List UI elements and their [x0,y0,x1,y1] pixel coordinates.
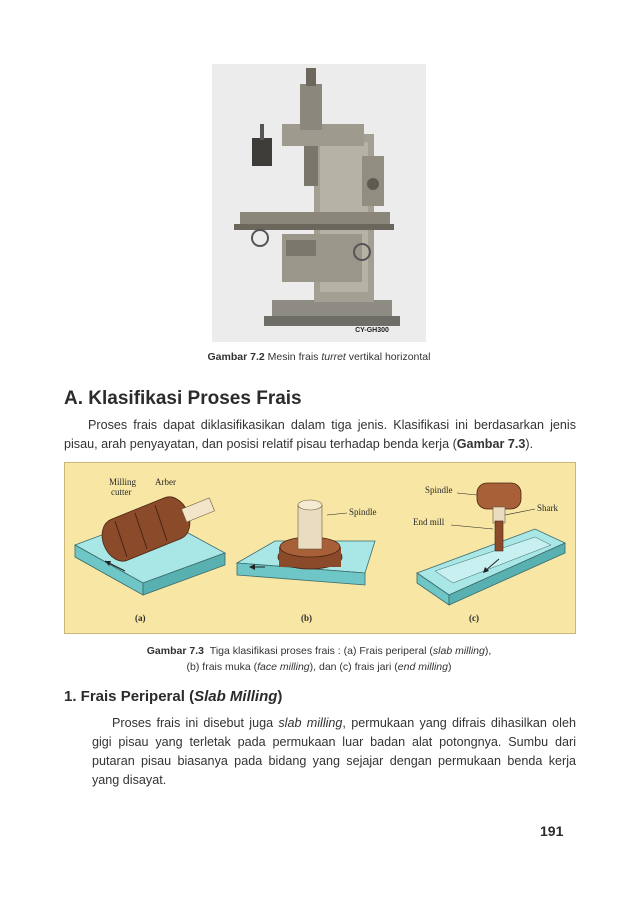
caption-italic: face milling [257,661,310,673]
caption-number: Gambar 7.2 [207,351,265,363]
face-milling-diagram [235,499,376,586]
para-text-end: , permukaan yang difrais dihasilkan oleh… [92,716,576,787]
section-paragraph: Proses frais dapat diklasifikasikan dala… [64,416,576,454]
caption-line-1: Gambar 7.3 Tiga klasifikasi proses frais… [64,643,574,659]
figure-7-3-caption: Gambar 7.3 Tiga klasifikasi proses frais… [64,643,574,675]
milling-machine-photo: CY-GH300 [212,64,426,342]
end-milling-diagram [416,482,566,606]
milling-types-figure: Milling cutter Arber (a) Spindle (b) [64,462,576,634]
milling-types-illustration: Milling cutter Arber (a) Spindle (b) [74,477,566,623]
caption-italic: end milling [397,661,448,673]
label-a: (a) [135,613,146,623]
caption-number: Gambar 7.3 [146,645,204,657]
subsection-heading: 1. Frais Periperal (Slab Milling) [64,688,282,705]
figure-reference: Gambar 7.3 [456,437,526,451]
caption-text-end: vertikal horizontal [348,351,431,363]
caption-text: Tiga klasifikasi proses frais : (a) Frai… [209,645,433,657]
label-spindle-c: Spindle [425,485,453,495]
milling-machine-illustration: CY-GH300 [212,64,426,342]
label-milling: Milling [109,477,137,487]
label-spindle-b: Spindle [349,507,377,517]
slab-milling-diagram [74,496,226,596]
machine-model-label: CY-GH300 [355,327,389,334]
para-italic: slab milling [278,716,343,730]
caption-text: ), dan (c) frais jari ( [309,661,398,673]
caption-text-end: ), [484,645,492,657]
caption-italic: slab milling [432,645,485,657]
label-c: (c) [469,613,479,623]
caption-text-end: ) [447,661,452,673]
subsection-title-italic: Slab Milling [194,688,278,705]
caption-text: Mesin frais [267,351,319,363]
para-text-end: ). [525,437,534,451]
label-cutter: cutter [111,487,132,497]
subsection-title: 1. Frais Periperal ( [64,688,195,705]
figure-7-2-caption: Gambar 7.2 Mesin frais turret vertikal h… [0,351,638,363]
caption-italic: turret [321,351,346,363]
caption-text: (b) frais muka ( [186,661,258,673]
label-shark: Shark [537,503,558,513]
label-end-mill: End mill [413,517,445,527]
page-number: 191 [540,823,564,839]
para-text: Proses frais dapat diklasifikasikan dala… [64,418,576,451]
para-text: Proses frais ini disebut juga [112,716,279,730]
caption-line-2: (b) frais muka (face milling), dan (c) f… [64,659,574,675]
subsection-paragraph: Proses frais ini disebut juga slab milli… [92,714,576,790]
label-arber: Arber [155,477,176,487]
section-heading: A. Klasifikasi Proses Frais [64,388,302,409]
subsection-title-end: ) [277,688,283,705]
label-b: (b) [301,613,312,623]
